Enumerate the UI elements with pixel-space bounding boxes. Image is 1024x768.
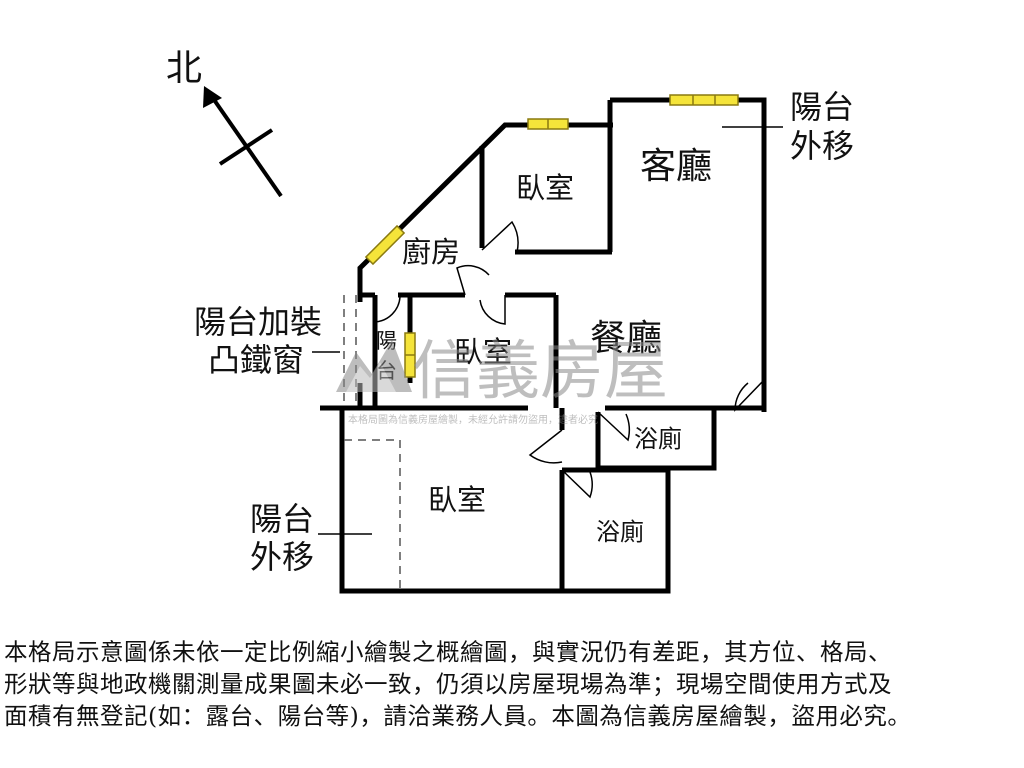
room-label-bathroom-2: 浴廁 [596,518,644,546]
annotation-balcony-moved-east-1: 陽台 [790,88,854,126]
window-living-room [669,94,739,106]
annotation-balcony-window-1: 陽台加裝 [194,303,322,341]
window-kitchen [364,224,406,266]
room-label-bathroom-1: 浴廁 [634,425,682,453]
windows [364,94,739,378]
room-label-bedroom-middle: 臥室 [454,335,512,369]
north-label: 北 [166,48,202,89]
interior-walls [360,146,717,591]
floor-plan: 北 [166,48,854,594]
room-label-bedroom-north: 臥室 [516,171,574,205]
doors [374,220,765,499]
watermark-brand: 信義房屋 [412,335,668,409]
annotation-balcony-moved-east-2: 外移 [790,127,854,165]
watermark-notice: 本格局圖為信義房屋繪製，未經允許請勿盜用，違者必究 [348,413,598,426]
disclaimer-line-2: 形狀等與地政機關測量成果圖未必一致，仍須以房屋現場為準；現場空間使用方式及 [4,670,892,698]
annotation-balcony-moved-west-1: 陽台 [250,500,314,538]
disclaimer-line-3: 面積有無登記(如：露台、陽台等)，請洽業務人員。本圖為信義房屋繪製，盜用必究。 [4,702,912,730]
annotation-balcony-moved-west-2: 外移 [250,538,314,576]
annotation-balcony-window-2: 凸鐵窗 [208,341,304,379]
room-label-bedroom-south: 臥室 [428,483,486,517]
room-label-dining-room: 餐廳 [590,318,662,359]
watermark-logo-icon [336,340,412,392]
disclaimer: 本格局示意圖係未依一定比例縮小繪製之概繪圖，與實況仍有差距，其方位、格局、 形狀… [4,636,1020,732]
watermark: 信義房屋 本格局圖為信義房屋繪製，未經允許請勿盜用，違者必究 [336,335,668,426]
north-arrow-icon [203,86,283,198]
disclaimer-line-1: 本格局示意圖係未依一定比例縮小繪製之概繪圖，與實況仍有差距，其方位、格局、 [4,638,892,666]
room-label-kitchen: 廚房 [402,235,460,269]
leader-lines [312,126,783,535]
room-label-living-room: 客廳 [640,146,712,187]
